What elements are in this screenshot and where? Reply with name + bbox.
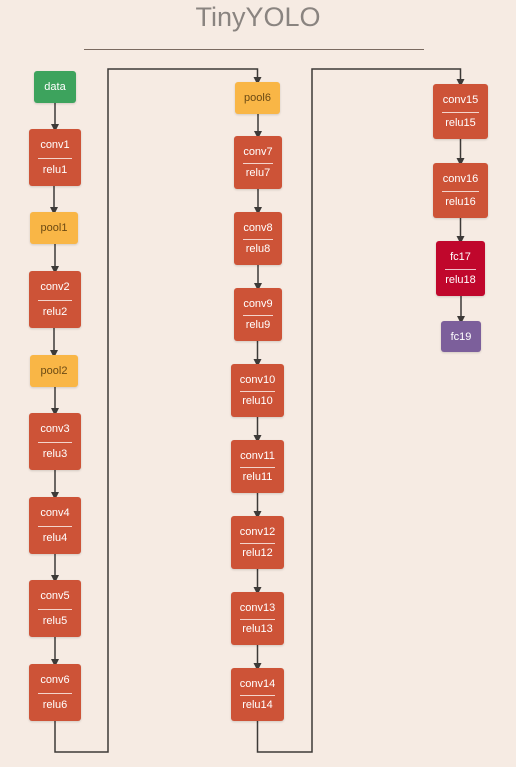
node-pool2: pool2 xyxy=(30,355,78,387)
node-divider xyxy=(240,390,275,392)
node-label: data xyxy=(44,81,66,93)
node-divider xyxy=(243,238,273,240)
node-activation-label: relu5 xyxy=(42,615,68,627)
node-activation-label: relu6 xyxy=(42,699,68,711)
node-pool1: pool1 xyxy=(30,212,78,244)
node-label: conv10 xyxy=(239,374,276,386)
node-divider xyxy=(38,608,72,610)
node-divider xyxy=(243,314,273,316)
node-activation-label: relu14 xyxy=(242,699,273,711)
node-divider xyxy=(38,692,72,694)
node-conv15: conv15 relu15 xyxy=(433,84,488,139)
node-conv16: conv16 relu16 xyxy=(433,163,488,218)
node-activation-label: relu9 xyxy=(245,319,271,331)
node-activation-label: relu16 xyxy=(445,196,476,208)
node-activation-label: relu2 xyxy=(42,306,68,318)
node-label: conv4 xyxy=(40,507,70,519)
node-label: conv13 xyxy=(239,602,276,614)
node-divider xyxy=(38,299,72,301)
node-conv13: conv13 relu13 xyxy=(231,592,284,645)
node-divider xyxy=(240,466,275,468)
node-label: conv16 xyxy=(442,173,479,185)
node-label: conv11 xyxy=(240,450,275,462)
node-divider xyxy=(442,111,479,113)
node-conv10: conv10 relu10 xyxy=(231,364,284,417)
node-label: conv12 xyxy=(239,526,276,538)
node-label: conv7 xyxy=(243,146,273,158)
node-activation-label: relu1 xyxy=(42,164,68,176)
node-divider xyxy=(38,441,72,443)
node-divider xyxy=(240,694,275,696)
node-label: conv3 xyxy=(40,423,70,435)
connector-arrow xyxy=(256,68,465,753)
node-fc19: fc19 xyxy=(441,321,481,352)
node-divider xyxy=(38,525,72,527)
node-activation-label: relu4 xyxy=(42,532,68,544)
node-conv7: conv7 relu7 xyxy=(234,136,282,189)
node-conv11: conv11 relu11 xyxy=(231,440,284,493)
node-divider xyxy=(240,618,275,620)
node-label: conv15 xyxy=(442,94,479,106)
node-activation-label: relu7 xyxy=(245,167,271,179)
node-activation-label: relu15 xyxy=(445,117,476,129)
node-activation-label: relu11 xyxy=(242,471,273,483)
node-divider xyxy=(240,542,275,544)
node-conv6: conv6 relu6 xyxy=(29,664,81,721)
node-divider xyxy=(38,157,72,159)
node-label: pool1 xyxy=(40,222,68,234)
node-label: conv1 xyxy=(40,139,70,151)
node-divider xyxy=(445,268,476,270)
node-conv9: conv9 relu9 xyxy=(234,288,282,341)
node-activation-label: relu10 xyxy=(242,395,273,407)
node-conv4: conv4 relu4 xyxy=(29,497,81,554)
node-data: data xyxy=(34,71,76,103)
node-label: pool2 xyxy=(40,365,68,377)
node-label: pool6 xyxy=(244,92,271,104)
node-label: conv2 xyxy=(40,281,70,293)
node-activation-label: relu18 xyxy=(445,274,476,286)
node-label: conv6 xyxy=(40,674,70,686)
node-conv5: conv5 relu5 xyxy=(29,580,81,637)
node-divider xyxy=(442,190,479,192)
connector-arrow xyxy=(54,68,262,753)
node-conv14: conv14 relu14 xyxy=(231,668,284,721)
node-activation-label: relu3 xyxy=(42,448,68,460)
node-label: conv5 xyxy=(40,590,70,602)
node-conv3: conv3 relu3 xyxy=(29,413,81,470)
node-activation-label: relu12 xyxy=(242,547,273,559)
node-activation-label: relu13 xyxy=(242,623,273,635)
node-activation-label: relu8 xyxy=(245,243,271,255)
node-label: conv14 xyxy=(239,678,276,690)
node-label: fc19 xyxy=(450,330,472,343)
node-divider xyxy=(243,162,273,164)
diagram-title: TinyYOLO xyxy=(195,2,321,32)
node-label: conv9 xyxy=(243,298,273,310)
node-conv2: conv2 relu2 xyxy=(29,271,81,328)
node-pool6: pool6 xyxy=(235,82,280,114)
title-divider xyxy=(84,49,424,50)
node-label: conv8 xyxy=(243,222,273,234)
node-conv12: conv12 relu12 xyxy=(231,516,284,569)
node-conv8: conv8 relu8 xyxy=(234,212,282,265)
node-fc17: fc17 relu18 xyxy=(436,241,485,296)
node-conv1: conv1 relu1 xyxy=(29,129,81,186)
node-label: fc17 xyxy=(450,251,471,263)
